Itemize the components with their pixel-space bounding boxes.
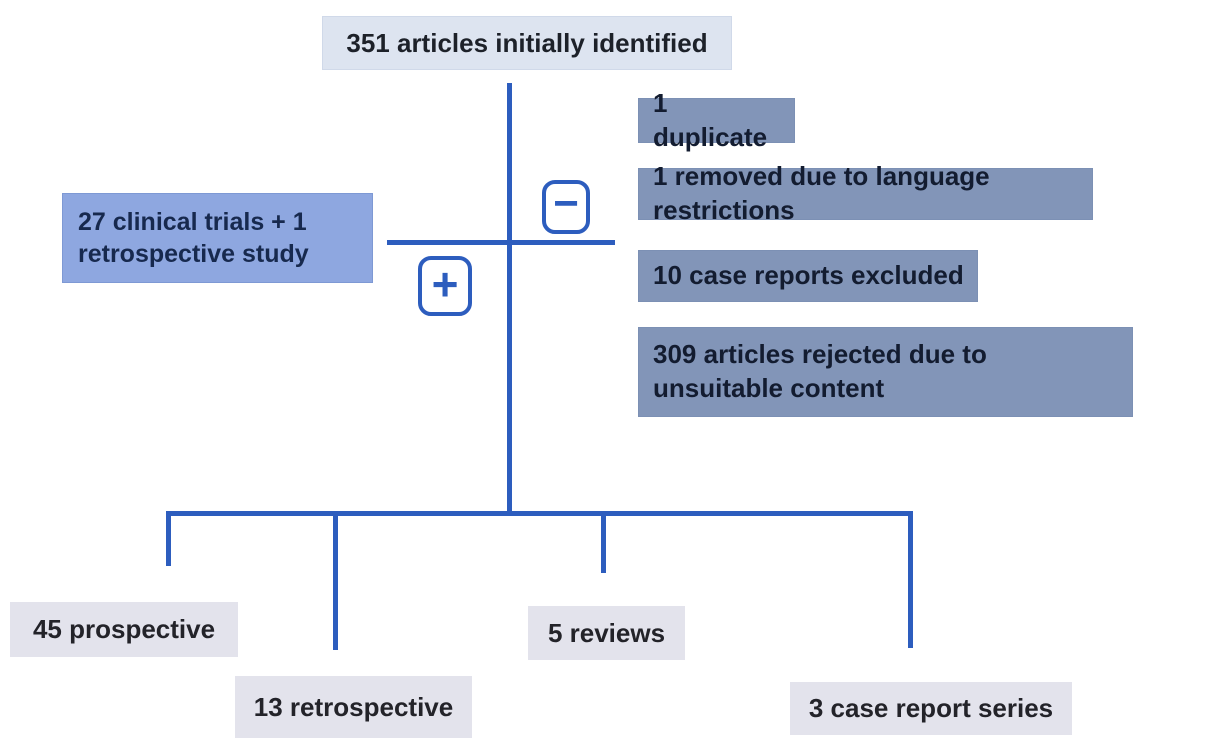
branch-drop-line-reviews [601, 511, 606, 573]
minus-icon: − [542, 179, 590, 234]
branch-drop-line-case-report-series [908, 511, 913, 648]
exclusion-label: 1 removed due to language restrictions [653, 161, 990, 225]
branch-horizontal-line [166, 511, 913, 516]
outcome-box-case-report-series: 3 case report series [790, 682, 1072, 735]
minus-glyph: − [553, 179, 579, 228]
outcome-box-prospective: 45 prospective [10, 602, 238, 657]
branch-drop-line-prospective [166, 511, 171, 566]
outcome-label: 13 retrospective [253, 691, 454, 722]
exclusion-label: 1 duplicate [653, 87, 768, 152]
exclusion-box-case-reports: 10 case reports excluded [638, 250, 978, 302]
plus-icon: + [418, 256, 472, 316]
exclusion-box-duplicate: 1 duplicate [638, 88, 795, 152]
exclusion-box-language: 1 removed due to language restrictions [638, 161, 1093, 225]
outcome-box-reviews: 5 reviews [528, 606, 685, 660]
exclusion-label: 10 case reports excluded [653, 260, 964, 291]
exclusion-box-unsuitable-content: 309 articles rejected due to unsuitable … [638, 327, 1133, 417]
outcome-label: 45 prospective [32, 614, 216, 644]
included-studies-box: 27 clinical trials + 1 retrospective stu… [62, 193, 373, 283]
outcome-box-retrospective: 13 retrospective [235, 676, 472, 738]
include-exclude-horizontal-line [387, 240, 615, 245]
initially-identified-box: 351 articles initially identified [322, 16, 732, 70]
outcome-label: 5 reviews [547, 617, 666, 648]
outcome-label: 3 case report series [808, 693, 1054, 723]
main-vertical-connector-line [507, 83, 512, 516]
initially-identified-label: 351 articles initially identified [346, 27, 708, 58]
plus-glyph: + [431, 258, 459, 310]
branch-drop-line-retrospective [333, 511, 338, 650]
exclusion-label: 309 articles rejected due to unsuitable … [653, 339, 987, 403]
included-studies-label: 27 clinical trials + 1 retrospective stu… [78, 208, 309, 268]
